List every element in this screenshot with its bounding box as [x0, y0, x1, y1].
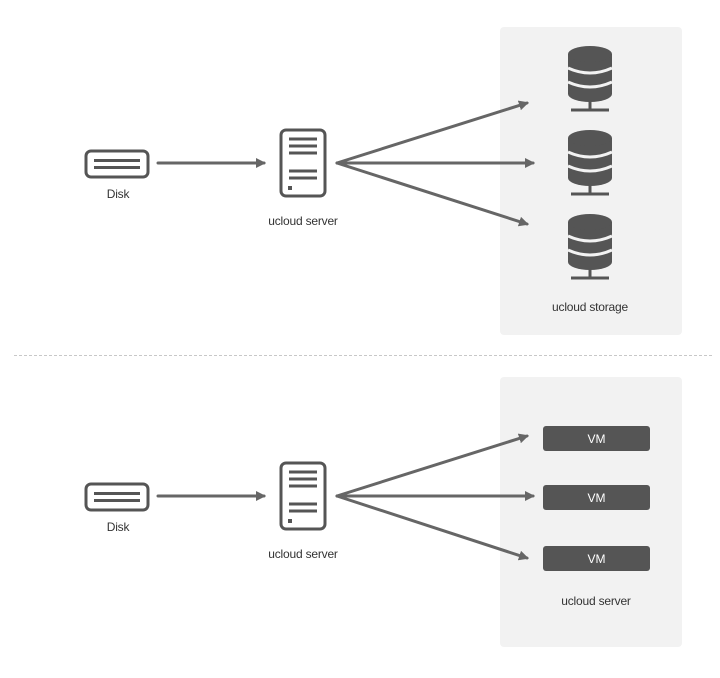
database-icon [567, 214, 613, 280]
server-label: ucloud server [268, 547, 338, 561]
disk-label: Disk [106, 187, 130, 201]
arrow-server-to-vm-1 [335, 433, 529, 498]
arrow-server-to-storage-1 [335, 100, 529, 165]
server-icon [279, 128, 327, 198]
arrow-server-to-storage-3 [335, 161, 529, 227]
database-icon [567, 46, 613, 112]
vm-host-label: ucloud server [561, 594, 631, 608]
database-icon [567, 130, 613, 196]
disk-label: Disk [106, 520, 130, 534]
storage-label: ucloud storage [552, 300, 628, 314]
vm-box: VM [543, 426, 650, 451]
server-label: ucloud server [268, 214, 338, 228]
arrow-server-to-vm-3 [335, 494, 529, 561]
server-icon [279, 461, 327, 531]
vm-panel [500, 377, 682, 647]
disk-icon [84, 149, 150, 179]
disk-icon [84, 482, 150, 512]
section-divider [14, 355, 712, 356]
vm-box: VM [543, 546, 650, 571]
vm-box: VM [543, 485, 650, 510]
